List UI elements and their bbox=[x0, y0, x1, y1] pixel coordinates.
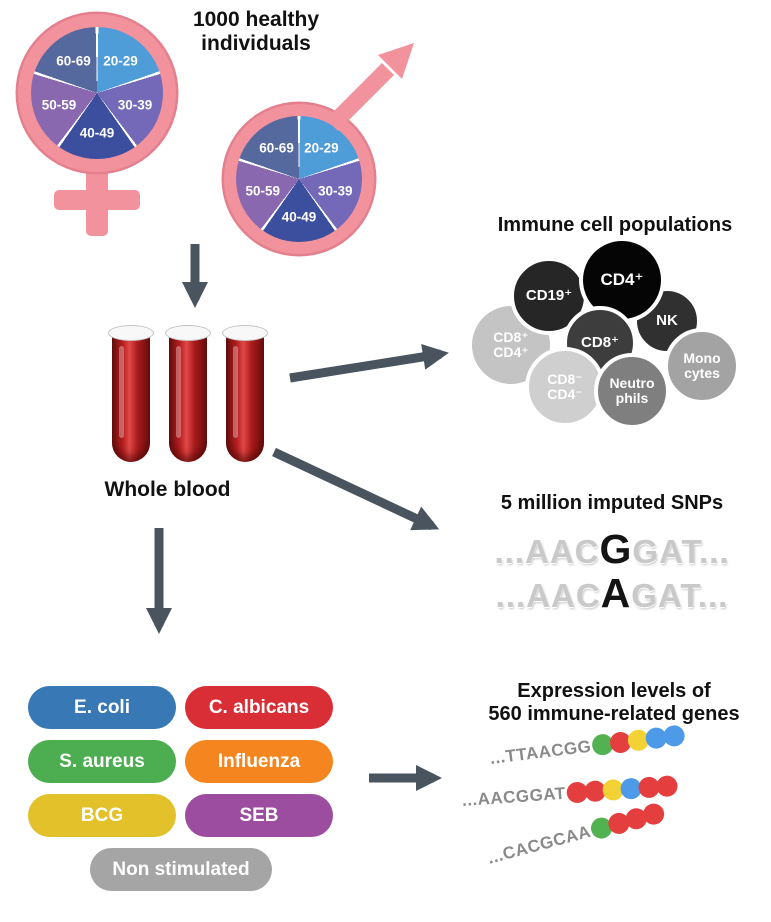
immune-cell-cluster: CD8⁺ CD4⁺ CD19⁺ NK Mono cytes CD4⁺ CD8⁺ … bbox=[468, 237, 771, 438]
stimulus-influenza: Influenza bbox=[185, 740, 333, 783]
stimulus-seb: SEB bbox=[185, 794, 333, 837]
stimulus-calbicans: C. albicans bbox=[185, 686, 333, 729]
stimulus-ecoli: E. coli bbox=[28, 686, 176, 729]
female-symbol: 20-29 30-39 40-49 50-59 60-69 bbox=[18, 14, 178, 244]
expression-title-line2: 560 immune-related genes bbox=[488, 703, 740, 725]
snp-seq-suffix: GAT... bbox=[631, 577, 729, 614]
snps-title: 5 million imputed SNPs bbox=[500, 492, 724, 514]
arrow-blood-to-stimuli bbox=[146, 528, 172, 634]
gene-sequence: ...TTAACGG bbox=[488, 736, 593, 768]
age-label-50-59: 50-59 bbox=[41, 97, 77, 113]
snp-sequence-2: ...AACAGAT... bbox=[462, 570, 762, 617]
stimuli-panel: E. coli C. albicans S. aureus Influenza … bbox=[28, 686, 338, 892]
male-arrow-icon bbox=[325, 43, 414, 132]
snp-seq-suffix: GAT... bbox=[632, 533, 730, 570]
blood-tube bbox=[108, 325, 154, 462]
immune-cells-title: Immune cell populations bbox=[497, 214, 733, 236]
snp-sequence-1: ...AACGGAT... bbox=[462, 526, 762, 573]
stimulus-bcg: BCG bbox=[28, 794, 176, 837]
age-pie: 20-29 30-39 40-49 50-59 60-69 bbox=[236, 116, 362, 242]
blood-tube bbox=[222, 325, 268, 462]
age-pie: 20-29 30-39 40-49 50-59 60-69 bbox=[31, 27, 163, 159]
arrow-cohort-to-blood bbox=[182, 244, 208, 308]
female-cross-bar bbox=[54, 190, 140, 210]
cell-monocytes: Mono cytes bbox=[664, 328, 740, 404]
blood-tube bbox=[165, 325, 211, 462]
male-symbol: 20-29 30-39 40-49 50-59 60-69 bbox=[224, 30, 424, 254]
expression-title: Expression levels of 560 immune-related … bbox=[458, 680, 770, 726]
age-label-20-29: 20-29 bbox=[304, 140, 339, 156]
gene-expression-rows: ...TTAACGG ...AACGGAT ...CACGCAA bbox=[460, 724, 771, 918]
stimulus-saureus: S. aureus bbox=[28, 740, 176, 783]
gene-sequence: ...CACGCAA bbox=[485, 821, 593, 868]
snp-allele-highlight: G bbox=[599, 526, 633, 572]
expression-bead bbox=[655, 774, 679, 798]
arrow-blood-to-cells bbox=[289, 343, 449, 383]
age-label-30-39: 30-39 bbox=[318, 183, 353, 199]
age-label-60-69: 60-69 bbox=[56, 53, 91, 69]
gene-row: ...TTAACGG bbox=[489, 724, 686, 769]
cell-cd8neg-cd4neg: CD8⁻ CD4⁻ bbox=[525, 347, 605, 427]
female-ring: 20-29 30-39 40-49 50-59 60-69 bbox=[18, 14, 176, 172]
stimulus-non-stimulated: Non stimulated bbox=[90, 848, 272, 891]
cell-neutrophils: Neutro phils bbox=[594, 353, 670, 429]
arrow-stimuli-to-expression bbox=[369, 765, 442, 791]
male-ring: 20-29 30-39 40-49 50-59 60-69 bbox=[224, 104, 374, 254]
arrow-blood-to-snps bbox=[272, 447, 440, 531]
expression-title-line1: Expression levels of bbox=[517, 680, 711, 702]
age-label-60-69: 60-69 bbox=[259, 140, 294, 156]
age-label-50-59: 50-59 bbox=[245, 183, 280, 199]
snp-seq-prefix: ...AAC bbox=[495, 577, 601, 614]
age-label-30-39: 30-39 bbox=[117, 97, 153, 113]
cohort-title: 1000 healthy individuals bbox=[192, 8, 320, 56]
gene-sequence: ...AACGGAT bbox=[461, 783, 567, 810]
age-label-20-29: 20-29 bbox=[103, 53, 138, 69]
whole-blood-label: Whole blood bbox=[104, 478, 231, 501]
expression-bead bbox=[662, 724, 686, 748]
snp-allele-highlight: A bbox=[600, 570, 632, 616]
gene-row: ...CACGCAA bbox=[485, 801, 667, 868]
age-label-40-49: 40-49 bbox=[79, 125, 115, 141]
age-label-40-49: 40-49 bbox=[281, 209, 317, 225]
snp-seq-prefix: ...AAC bbox=[494, 533, 600, 570]
blood-tubes bbox=[108, 325, 268, 462]
